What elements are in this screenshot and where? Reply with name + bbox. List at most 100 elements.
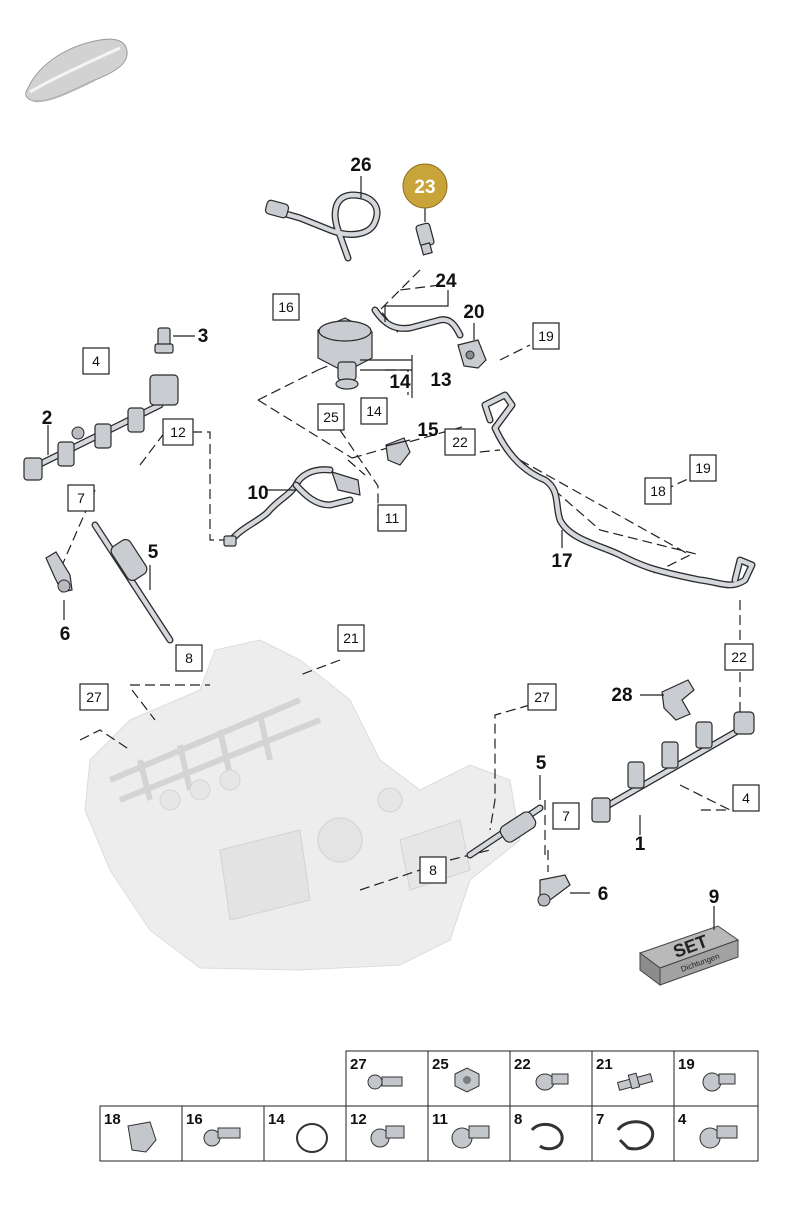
car-silhouette-icon xyxy=(25,38,128,103)
part-17-fuel-line[interactable] xyxy=(481,391,756,589)
hw-cell-7[interactable]: 7 xyxy=(591,1105,675,1162)
callout-17: 17 xyxy=(551,551,572,572)
part-1-fuel-rail[interactable] xyxy=(591,711,755,823)
engine-block-outline xyxy=(84,639,521,971)
hw-cell-14[interactable]: 14 xyxy=(263,1105,347,1162)
sleeve-bolt-icon xyxy=(370,1125,405,1148)
hw-num-21: 21 xyxy=(596,1056,613,1073)
torx-bolt-icon xyxy=(203,1127,241,1147)
callout-5-left: 5 xyxy=(148,542,159,563)
hw-cell-19[interactable]: 19 xyxy=(673,1050,759,1107)
callout-4-left: 4 xyxy=(92,353,100,369)
hw-num-18: 18 xyxy=(104,1111,121,1128)
bolt-icon xyxy=(699,1125,738,1149)
callout-8-right: 8 xyxy=(429,862,437,878)
callout-22-top: 22 xyxy=(452,434,468,450)
callout-7-left: 7 xyxy=(77,490,85,506)
double-stud-icon xyxy=(616,1072,654,1091)
callout-27-left: 27 xyxy=(86,689,102,705)
part-6-clamp-left[interactable] xyxy=(45,551,73,593)
hardware-table: 27 25 22 21 19 18 xyxy=(99,1050,759,1162)
callout-2: 2 xyxy=(42,408,53,429)
hw-cell-21[interactable]: 21 xyxy=(591,1050,675,1107)
callout-27-right: 27 xyxy=(534,689,550,705)
hw-cell-22[interactable]: 22 xyxy=(509,1050,593,1107)
part-5-injector-right[interactable] xyxy=(466,804,544,859)
part-26-fuel-line[interactable] xyxy=(264,191,381,262)
callout-25: 25 xyxy=(323,409,339,425)
callout-23: 23 xyxy=(414,177,435,198)
bracket-clip-icon xyxy=(127,1121,157,1153)
boxed-callouts: 16 19 4 14 25 12 22 19 18 7 11 21 22 8 2… xyxy=(67,293,760,884)
gasket-set-kit[interactable]: SET Dichtungen xyxy=(638,925,740,986)
retaining-clip-icon xyxy=(530,1122,564,1151)
callout-18: 18 xyxy=(650,483,666,499)
nut-icon xyxy=(454,1067,480,1093)
part-16-high-pressure-pump[interactable] xyxy=(317,317,373,390)
callout-6-right: 6 xyxy=(598,884,609,905)
hw-num-22: 22 xyxy=(514,1056,531,1073)
callout-10: 10 xyxy=(247,483,268,504)
hw-cell-27[interactable]: 27 xyxy=(345,1050,429,1107)
hw-num-27: 27 xyxy=(350,1056,367,1073)
hw-num-14: 14 xyxy=(268,1111,285,1128)
callout-13: 13 xyxy=(430,370,451,391)
callout-22-right: 22 xyxy=(731,649,747,665)
callout-9: 9 xyxy=(709,887,720,908)
callout-19-right: 19 xyxy=(695,460,711,476)
torx-bolt-icon xyxy=(702,1072,736,1092)
o-ring-icon xyxy=(296,1123,328,1153)
bolt-icon xyxy=(451,1125,490,1149)
callout-16: 16 xyxy=(278,299,294,315)
hw-cell-8[interactable]: 8 xyxy=(509,1105,593,1162)
callout-20: 20 xyxy=(463,302,484,323)
callout-3: 3 xyxy=(198,326,209,347)
hw-num-25: 25 xyxy=(432,1056,449,1073)
callout-labels: 26 23 24 20 3 14 13 15 2 10 5 6 17 28 5 … xyxy=(42,155,720,908)
callout-21: 21 xyxy=(343,630,359,646)
callout-14-box: 14 xyxy=(366,403,382,419)
hw-cell-16[interactable]: 16 xyxy=(181,1105,265,1162)
callout-8-left: 8 xyxy=(185,650,193,666)
callout-19-top: 19 xyxy=(538,328,554,344)
callout-1: 1 xyxy=(635,834,646,855)
part-3-pressure-sensor[interactable] xyxy=(154,327,174,354)
hw-num-12: 12 xyxy=(350,1111,367,1128)
callout-28: 28 xyxy=(611,685,632,706)
hw-num-4: 4 xyxy=(678,1111,687,1128)
callout-26: 26 xyxy=(350,155,371,176)
part-5-injector-left[interactable] xyxy=(91,521,174,644)
hw-cell-11[interactable]: 11 xyxy=(427,1105,511,1162)
ball-stud-icon xyxy=(367,1074,403,1090)
hw-cell-25[interactable]: 25 xyxy=(427,1050,511,1107)
callout-24: 24 xyxy=(435,271,457,292)
part-24-high-pressure-line[interactable] xyxy=(371,306,464,339)
part-2-fuel-rail[interactable] xyxy=(23,374,179,481)
callout-14-bold: 14 xyxy=(389,372,411,393)
part-15-insulator[interactable] xyxy=(385,437,411,466)
callout-11: 11 xyxy=(385,510,400,526)
hw-num-8: 8 xyxy=(514,1111,522,1128)
callout-4-right: 4 xyxy=(742,790,750,806)
callout-23-highlight xyxy=(402,163,448,209)
spring-clip-icon xyxy=(616,1120,655,1151)
threaded-stud-icon xyxy=(535,1073,569,1091)
part-10-wiring-harness[interactable] xyxy=(223,466,361,547)
callout-6-left: 6 xyxy=(60,624,71,645)
part-20-bracket[interactable] xyxy=(457,339,487,369)
callout-15: 15 xyxy=(417,420,439,441)
part-23-pressure-sensor[interactable] xyxy=(415,222,435,256)
part-6-clamp-right[interactable] xyxy=(537,874,571,907)
callout-12: 12 xyxy=(170,424,186,440)
hw-num-16: 16 xyxy=(186,1111,203,1128)
leader-lines xyxy=(47,176,715,930)
hw-cell-4[interactable]: 4 xyxy=(673,1105,759,1162)
callout-5-right: 5 xyxy=(536,753,547,774)
hw-num-11: 11 xyxy=(432,1111,448,1128)
part-28-bracket[interactable] xyxy=(661,679,695,721)
hw-num-19: 19 xyxy=(678,1056,695,1073)
hw-cell-12[interactable]: 12 xyxy=(345,1105,429,1162)
hw-cell-18[interactable]: 18 xyxy=(99,1105,183,1162)
hw-num-7: 7 xyxy=(596,1111,604,1128)
